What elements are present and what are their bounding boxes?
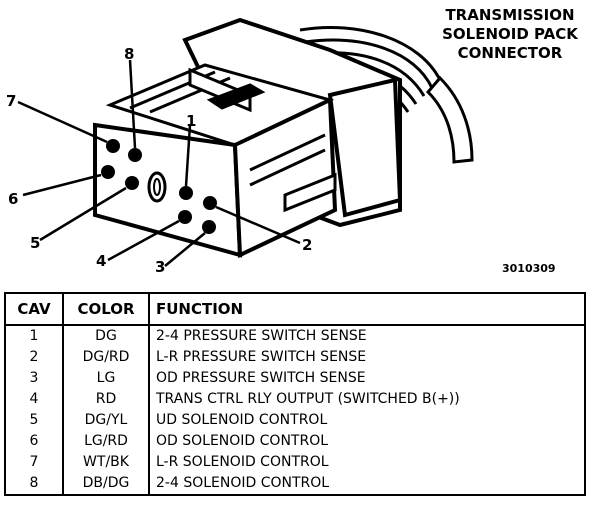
connector-rear-block	[327, 77, 403, 218]
cell-function: 2-4 PRESSURE SWITCH SENSE	[148, 325, 586, 347]
connector-title: TRANSMISSION SOLENOID PACK CONNECTOR	[410, 6, 608, 63]
cell-cav: 6	[4, 431, 63, 452]
pin-label-2: 2	[302, 236, 313, 254]
pin-label-8: 8	[124, 45, 135, 63]
table-row: 5 DG/YL UD SOLENOID CONTROL	[4, 410, 586, 431]
cell-color: RD	[62, 389, 149, 410]
cell-color: DG/RD	[62, 347, 149, 368]
table-row: 8 DB/DG 2-4 SOLENOID CONTROL	[4, 473, 586, 496]
pin-3	[202, 220, 216, 234]
pin-label-1: 1	[186, 112, 197, 130]
cell-function: OD SOLENOID CONTROL	[148, 431, 586, 452]
pin-1	[179, 186, 193, 200]
connector-title-line-3: CONNECTOR	[457, 44, 563, 62]
cell-color: WT/BK	[62, 452, 149, 473]
pin-label-5: 5	[30, 234, 41, 252]
pin-4	[178, 210, 192, 224]
header-cav: CAV	[4, 292, 63, 326]
table-row: 1 DG 2-4 PRESSURE SWITCH SENSE	[4, 325, 586, 347]
wire-sleeve	[425, 75, 474, 164]
cell-function: OD PRESSURE SWITCH SENSE	[148, 368, 586, 389]
figure-id: 3010309	[502, 262, 556, 275]
header-function: FUNCTION	[148, 292, 586, 326]
leader-lines	[17, 59, 301, 267]
cell-color: LG/RD	[62, 431, 149, 452]
cell-cav: 2	[4, 347, 63, 368]
connector-side-detail	[249, 133, 337, 213]
cell-function: L-R SOLENOID CONTROL	[148, 452, 586, 473]
connector-pins	[101, 139, 217, 234]
table-row: 7 WT/BK L-R SOLENOID CONTROL	[4, 452, 586, 473]
pin-2	[203, 196, 217, 210]
connector-illustration	[17, 17, 474, 267]
cell-function: 2-4 SOLENOID CONTROL	[148, 473, 586, 496]
cell-color: DG/YL	[62, 410, 149, 431]
cell-cav: 7	[4, 452, 63, 473]
pin-8	[128, 148, 142, 162]
table-row: 2 DG/RD L-R PRESSURE SWITCH SENSE	[4, 347, 586, 368]
cell-color: DB/DG	[62, 473, 149, 496]
pin-label-3: 3	[155, 258, 166, 276]
pin-label-7: 7	[6, 92, 17, 110]
cell-function: TRANS CTRL RLY OUTPUT (SWITCHED B(+))	[148, 389, 586, 410]
cell-cav: 3	[4, 368, 63, 389]
connector-title-line-1: TRANSMISSION	[445, 6, 575, 24]
pin-label-4: 4	[96, 252, 107, 270]
cell-function: L-R PRESSURE SWITCH SENSE	[148, 347, 586, 368]
table-header-row: CAV COLOR FUNCTION	[4, 292, 586, 326]
cell-cav: 8	[4, 473, 63, 496]
cell-color: DG	[62, 325, 149, 347]
table-row: 3 LG OD PRESSURE SWITCH SENSE	[4, 368, 586, 389]
table-row: 4 RD TRANS CTRL RLY OUTPUT (SWITCHED B(+…	[4, 389, 586, 410]
cell-cav: 4	[4, 389, 63, 410]
header-color: COLOR	[62, 292, 149, 326]
cavity-table: CAV COLOR FUNCTION 1 DG 2-4 PRESSURE SWI…	[4, 292, 586, 496]
pin-7	[106, 139, 120, 153]
pin-5	[125, 176, 139, 190]
pin-label-6: 6	[8, 190, 19, 208]
pin-6	[101, 165, 115, 179]
cell-cav: 5	[4, 410, 63, 431]
cell-color: LG	[62, 368, 149, 389]
table-row: 6 LG/RD OD SOLENOID CONTROL	[4, 431, 586, 452]
connector-side-face	[232, 96, 338, 259]
cell-function: UD SOLENOID CONTROL	[148, 410, 586, 431]
connector-title-line-2: SOLENOID PACK	[442, 25, 578, 43]
cell-cav: 1	[4, 325, 63, 347]
